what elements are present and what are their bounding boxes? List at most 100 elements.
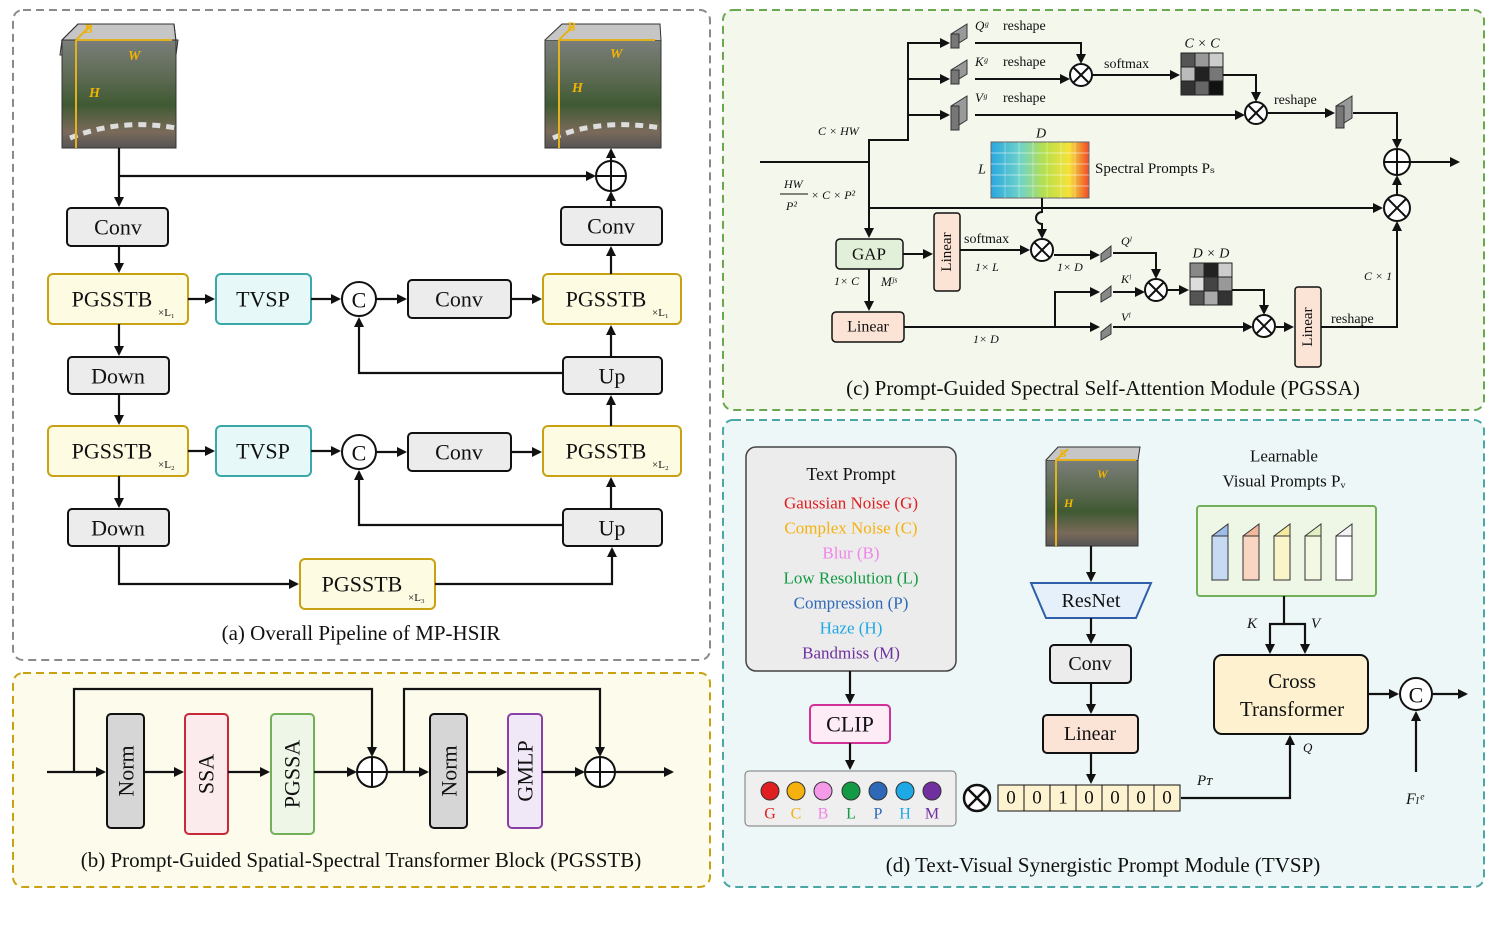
cube-h-label: H <box>88 86 101 101</box>
add-node-b1 <box>356 756 388 788</box>
c-hw-label: C × HW <box>818 124 860 138</box>
panel-a-caption: (a) Overall Pipeline of MP-HSIR <box>222 621 501 645</box>
reshape-out-label: reshape <box>1274 93 1317 108</box>
out-cube-b-label: B <box>566 19 576 34</box>
one-c-label: 1× C <box>834 274 860 288</box>
conv-mid-1-label: Conv <box>435 287 483 312</box>
gmlp-label: GMLP <box>513 740 538 801</box>
embedding-dots <box>760 781 942 801</box>
embedding-letter-3: L <box>846 806 856 823</box>
fle-label: Fₗᵉ <box>1405 791 1425 808</box>
conv-output-label: Conv <box>587 214 635 239</box>
cxc-attention-matrix <box>1180 52 1224 96</box>
output-hsi-cube: B W H <box>544 19 662 149</box>
tvsp-1-label: TVSP <box>236 287 290 312</box>
v-token-block <box>950 95 968 131</box>
out-cube-h-label: H <box>571 81 584 96</box>
add-node-b2 <box>584 756 616 788</box>
degradation-item-3: Low Resolution (L) <box>783 569 918 588</box>
lv-token <box>1100 322 1112 341</box>
q-label: Q <box>1303 740 1313 755</box>
down-1-label: Down <box>91 364 145 389</box>
down-2-label: Down <box>91 516 145 541</box>
panel-a-frame <box>12 9 711 661</box>
gap-label: GAP <box>852 245 886 264</box>
pgsstb-enc-2-label: PGSSTB <box>72 439 153 464</box>
softmax-top-label: softmax <box>1104 57 1149 72</box>
k-g-label: Kᵍ <box>974 54 989 69</box>
up-box-2 <box>562 508 663 547</box>
kl-label: Kˡ <box>1120 272 1132 286</box>
pt-label: Pᴛ <box>1196 773 1213 789</box>
out-cube-w-label: W <box>610 47 624 62</box>
mult-node-qk <box>1069 63 1093 87</box>
mult-node-gate <box>1383 194 1411 222</box>
q-g-label: Qᵍ <box>975 18 989 33</box>
panel-c-frame <box>722 9 1485 411</box>
spectral-prompts-grid <box>990 141 1090 199</box>
reshape-v-label: reshape <box>1003 91 1046 106</box>
one-d-bottom-label: 1× D <box>973 332 999 346</box>
mjs-label: Mʲˢ <box>880 274 898 289</box>
add-node-a <box>595 160 627 192</box>
spectral-l-label: L <box>977 163 986 178</box>
lk-token <box>1100 284 1112 303</box>
cross-label: Cross <box>1268 669 1316 693</box>
pgsstb-bottleneck-label: PGSSTB <box>322 572 403 597</box>
linear-vertical-label: Linear <box>939 232 955 271</box>
degradation-item-1: Complex Noise (C) <box>784 519 917 538</box>
degradation-item-4: Compression (P) <box>794 594 909 613</box>
up-box-1 <box>562 356 663 395</box>
d-cube-w-label: W <box>1097 467 1109 481</box>
pgsstb-enc-1-sub: ×L₁ <box>158 307 175 319</box>
concat-d-label: C <box>1409 683 1424 708</box>
hw-frac-rest: × C × P² <box>811 188 856 202</box>
visual-prompt-plates <box>1211 523 1353 581</box>
dxd-label: D × D <box>1192 247 1230 262</box>
norm-2-label: Norm <box>437 745 462 796</box>
pgsstb-dec-2-label: PGSSTB <box>566 439 647 464</box>
hw-frac-den: P² <box>785 199 797 213</box>
onehot-cell-2: 1 <box>1058 788 1068 809</box>
conv-d-label: Conv <box>1068 653 1111 675</box>
cube-b-label: B <box>83 21 93 36</box>
up-1-label: Up <box>599 364 626 389</box>
cross-transformer-box <box>1213 654 1369 735</box>
tvsp-2-label: TVSP <box>236 439 290 464</box>
linear-box-vertical <box>933 212 961 292</box>
v-g-label: Vᵍ <box>975 90 988 105</box>
softmax-mid-label: softmax <box>964 232 1009 247</box>
reshape-bottom-label: reshape <box>1331 312 1374 327</box>
one-l-label: 1× L <box>975 260 999 274</box>
clip-label: CLIP <box>826 712 874 737</box>
resnet-block <box>1029 582 1153 619</box>
embedding-letter-4: P <box>874 806 883 823</box>
ssa-box <box>184 713 229 835</box>
out-token-block <box>1335 95 1353 129</box>
k-label: K <box>1246 616 1258 632</box>
ql-label: Qˡ <box>1121 234 1133 248</box>
onehot-cell-5: 0 <box>1136 788 1146 809</box>
pgsstb-dec-1-sub: ×L₁ <box>652 307 669 319</box>
pgssa-box <box>270 713 315 835</box>
cxc-label: C × C <box>1184 37 1220 52</box>
dxd-attention-matrix <box>1189 262 1233 306</box>
v-label: V <box>1311 616 1322 632</box>
onehot-cell-4: 0 <box>1110 788 1120 809</box>
d-cube-b-label: B <box>1058 448 1066 460</box>
learnable-label: Learnable <box>1250 447 1318 466</box>
d-cube-h-label: H <box>1063 496 1074 510</box>
add-node-c <box>1383 148 1411 176</box>
lq-token <box>1100 244 1112 263</box>
mult-node-attn-v <box>1244 101 1268 125</box>
conv-input-label: Conv <box>94 215 142 240</box>
onehot-cell-6: 0 <box>1162 788 1172 809</box>
panel-d-caption: (d) Text-Visual Synergistic Prompt Modul… <box>886 853 1321 877</box>
c-one-label: C × 1 <box>1364 269 1392 283</box>
mult-node-prompt <box>1030 238 1054 262</box>
panel-d-arrows <box>845 546 1468 800</box>
panel-c-caption: (c) Prompt-Guided Spectral Self-Attentio… <box>846 376 1360 400</box>
embedding-letter-6: M <box>925 806 939 823</box>
